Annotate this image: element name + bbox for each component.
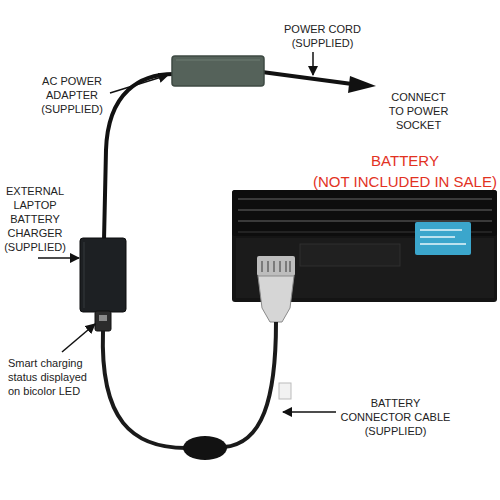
power-cord-arrowhead: [348, 76, 376, 93]
connector-cable: [224, 322, 276, 447]
part-label: BATTERY CONNECTOR CABLE (SUPPLIED): [338, 396, 453, 438]
part-label: POWER CORD (SUPPLIED): [280, 22, 365, 50]
adapter-highlight: [176, 60, 260, 61]
charger-highlight: [84, 242, 85, 308]
bicolor-led: [99, 315, 107, 321]
battery-socket: [257, 256, 295, 276]
battery-ridge: [238, 198, 492, 200]
leader-arrow: [38, 257, 79, 259]
connector-cable: [103, 331, 186, 448]
socket-pin: [285, 261, 287, 272]
battery-print-area: [300, 244, 400, 266]
warning-label: BATTERY (NOT INCLUDED IN SALE): [305, 150, 500, 192]
dc-cable: [104, 74, 174, 240]
note-label: Smart charging status displayed on bicol…: [8, 356, 93, 398]
socket-pin: [267, 261, 269, 272]
ferrite-core: [183, 436, 227, 460]
connector-plug: [258, 276, 294, 322]
part-label: EXTERNAL LAPTOP BATTERY CHARGER (SUPPLIE…: [0, 184, 70, 254]
power-cord: [262, 72, 352, 84]
battery-ridge: [238, 220, 492, 222]
socket-pin: [289, 261, 291, 272]
sticker-mark: [420, 243, 466, 245]
battery-sticker: [415, 222, 471, 255]
external-charger: [80, 238, 126, 312]
part-label: AC POWER ADAPTER (SUPPLIED): [36, 74, 108, 116]
leader-arrow: [110, 75, 168, 93]
leader-arrow: [283, 411, 336, 413]
sticker-mark: [420, 229, 462, 231]
battery-ridge: [238, 209, 492, 211]
sticker-mark: [420, 236, 455, 238]
socket-pin: [273, 261, 275, 272]
socket-pin: [279, 261, 281, 272]
socket-pin: [261, 261, 263, 272]
charger-plug: [95, 311, 111, 331]
note-label: CONNECT TO POWER SOCKET: [386, 90, 451, 132]
cable-tag: [279, 383, 291, 399]
leader-arrow: [312, 52, 314, 75]
leader-arrow: [62, 324, 95, 352]
ac-adapter: [172, 56, 264, 86]
